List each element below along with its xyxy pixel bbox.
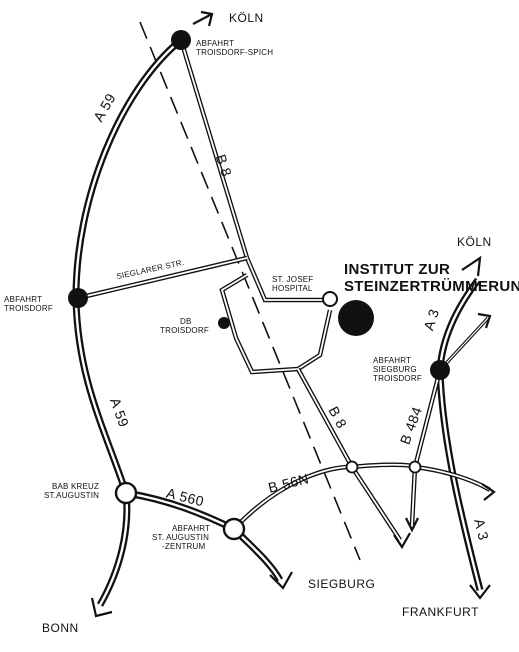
- arrow-siegburg-icon: [269, 571, 293, 590]
- junction-label-line: TROISDORF-SPICH: [196, 47, 274, 57]
- institute-label-line: STEINZERTRÜMMERUNG: [344, 277, 519, 295]
- station-label: DB TROISDORF: [160, 317, 209, 336]
- station-label-line: TROISDORF: [160, 325, 209, 335]
- sieglarer-str-road-inner: [77, 257, 248, 299]
- junction-label-line: -ZENTRUM: [162, 541, 206, 551]
- junction-label-line: ABFAHRT: [196, 39, 235, 48]
- junction-label-line: TROISDORF: [4, 303, 53, 313]
- b56n-road-inner: [233, 463, 491, 530]
- junction-b484-b56n-marker: [408, 460, 422, 474]
- institute-label-line: INSTITUT ZUR: [344, 261, 451, 278]
- a59-road-inner: [74, 39, 182, 606]
- junction-label-siegburg-troisdorf: ABFAHRT SIEGBURG TROISDORF: [373, 356, 422, 383]
- junction-label-line: TROISDORF: [373, 373, 422, 383]
- junction-label-line: ABFAHRT: [373, 356, 412, 365]
- junction-label-troisdorf-spich: ABFAHRT TROISDORF-SPICH: [196, 39, 274, 58]
- hospital-label: ST. JOSEF HOSPITAL: [272, 275, 314, 294]
- junction-augustin-zentrum-marker: [222, 517, 246, 541]
- arrow-koln-top-icon: [192, 10, 214, 27]
- junction-label-kreuz: BAB KREUZ ST.AUGUSTIN: [44, 482, 100, 501]
- junction-label-line: ABFAHRT: [172, 524, 211, 533]
- arrow-b8-south-icon: [393, 532, 411, 550]
- local-loop-road-inner: [220, 274, 331, 373]
- junction-siegburg-troisdorf-marker: [430, 360, 450, 380]
- destination-koln-right: KÖLN: [457, 235, 492, 249]
- junction-label-augustin-zentrum: ABFAHRT ST. AUGUSTIN -ZENTRUM: [152, 524, 211, 551]
- b8-lower-road: [296, 367, 402, 542]
- hospital-label-line: HOSPITAL: [272, 283, 313, 293]
- junction-label-line: ST. AUGUSTIN: [152, 532, 210, 542]
- a3-ramp-inner: [439, 317, 489, 371]
- institute-marker: [338, 300, 374, 336]
- b484-road: [409, 369, 443, 526]
- destination-bonn: BONN: [42, 621, 79, 635]
- junction-b8-b56n-marker: [345, 460, 359, 474]
- hospital-label-line: ST. JOSEF: [272, 275, 314, 284]
- station-label-line: DB: [180, 317, 192, 326]
- junction-kreuz-marker: [114, 481, 138, 505]
- institute-label: INSTITUT ZUR STEINZERTRÜMMERUNG: [344, 261, 519, 295]
- junction-label-line: ABFAHRT: [4, 295, 43, 304]
- destination-frankfurt: FRANKFURT: [402, 605, 479, 619]
- railway-line: [139, 21, 361, 561]
- junction-label-line: SIEGBURG: [373, 364, 417, 374]
- junction-label-troisdorf: ABFAHRT TROISDORF: [4, 295, 53, 314]
- junction-label-line: BAB KREUZ: [51, 482, 100, 491]
- station-marker: [218, 317, 230, 329]
- junction-troisdorf-marker: [68, 288, 88, 308]
- junction-label-line: ST.AUGUSTIN: [44, 490, 100, 500]
- hospital-marker: [322, 291, 338, 307]
- arrow-koln-right-icon: [461, 255, 482, 277]
- destination-koln-top: KÖLN: [229, 11, 264, 25]
- b8-upper-road-inner: [180, 39, 324, 301]
- destination-siegburg: SIEGBURG: [308, 577, 376, 591]
- a3-road-inner: [438, 279, 482, 591]
- junction-troisdorf-spich-marker: [171, 30, 191, 50]
- arrow-frankfurt-icon: [469, 584, 491, 600]
- arrow-b484-south-icon: [405, 517, 419, 533]
- arrow-b56n-east-icon: [481, 483, 496, 501]
- arrow-a3-ramp-icon: [477, 312, 492, 329]
- b8-upper-road: [178, 39, 324, 303]
- arrow-bonn-icon: [90, 597, 113, 618]
